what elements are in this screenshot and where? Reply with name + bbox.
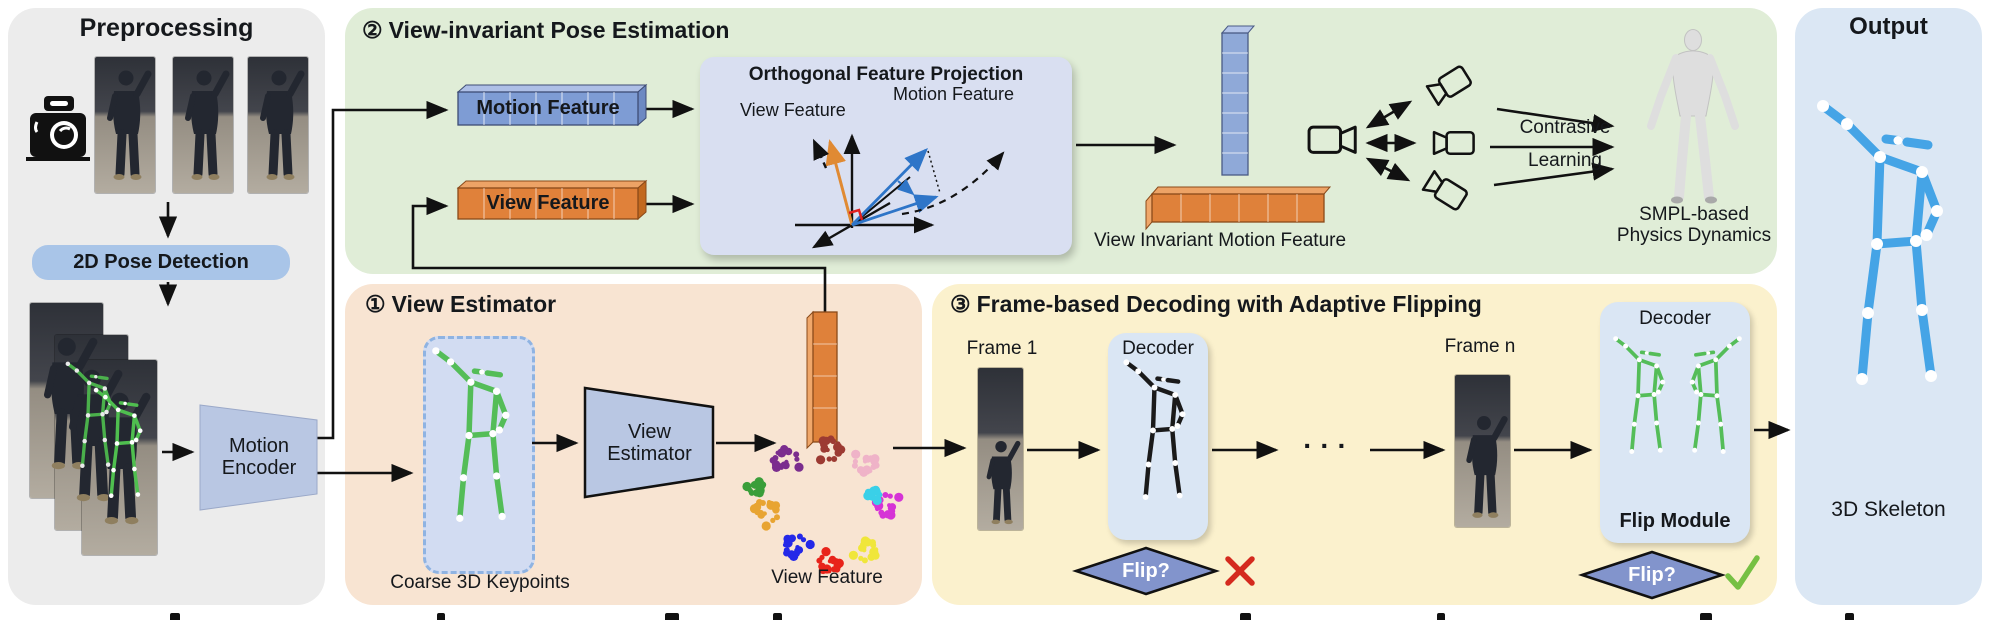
view-feature-label: View Feature — [486, 191, 610, 214]
input-photo-1 — [95, 57, 155, 193]
view-feature-scatter-label: View Feature — [771, 567, 883, 588]
coarse-keypoints-label: Coarse 3D Keypoints — [390, 572, 570, 593]
invariant-feature-label: View Invariant Motion Feature — [1093, 230, 1347, 251]
frame-n-label: Frame n — [1444, 336, 1516, 357]
projection-view-feature-label: View Feature — [740, 100, 846, 120]
frame-n-photo — [1455, 375, 1510, 527]
flip1-label: Flip? — [1122, 559, 1170, 582]
frame1-label: Frame 1 — [966, 338, 1038, 359]
dots-label: · · · — [1303, 430, 1347, 461]
motion-encoder-label: Motion Encoder — [221, 434, 297, 479]
contrastive-learning-label-top: Contrasive — [1519, 117, 1611, 138]
input-photo-2 — [173, 57, 233, 193]
flip-module-label: Flip Module — [1619, 510, 1731, 532]
contrastive-learning-label-bottom: Learning — [1528, 150, 1602, 171]
projection-motion-feature-label: Motion Feature — [893, 84, 1015, 104]
section-number-2: ② — [362, 17, 383, 43]
section-number-1: ① — [365, 291, 386, 317]
projection-title: Orthogonal Feature Projection — [748, 64, 1024, 85]
pose-detection-box: 2D Pose Detection — [32, 245, 290, 280]
frame1-photo — [978, 368, 1023, 530]
preprocessing-title: Preprocessing — [79, 14, 254, 42]
pose-photo-front — [82, 360, 157, 555]
decoder1-label: Decoder — [1122, 338, 1194, 359]
output-title: Output — [1849, 13, 1928, 40]
orthogonal-projection-box — [700, 57, 1072, 255]
section-number-3: ③ — [950, 291, 971, 317]
decoder2-label: Decoder — [1639, 308, 1711, 329]
input-photo-3 — [248, 57, 308, 193]
decoder-box — [1108, 333, 1208, 540]
motion-feature-label: Motion Feature — [476, 97, 620, 120]
skeleton-3d-label: 3D Skeleton — [1831, 498, 1946, 521]
flip2-label: Flip? — [1628, 563, 1676, 586]
flip-module-box — [1600, 302, 1750, 543]
view-estimator-box-label: View Estimator — [607, 420, 692, 465]
coarse-keypoints-box — [423, 336, 535, 574]
smpl-label: SMPL-based Physics Dynamics — [1616, 204, 1772, 247]
